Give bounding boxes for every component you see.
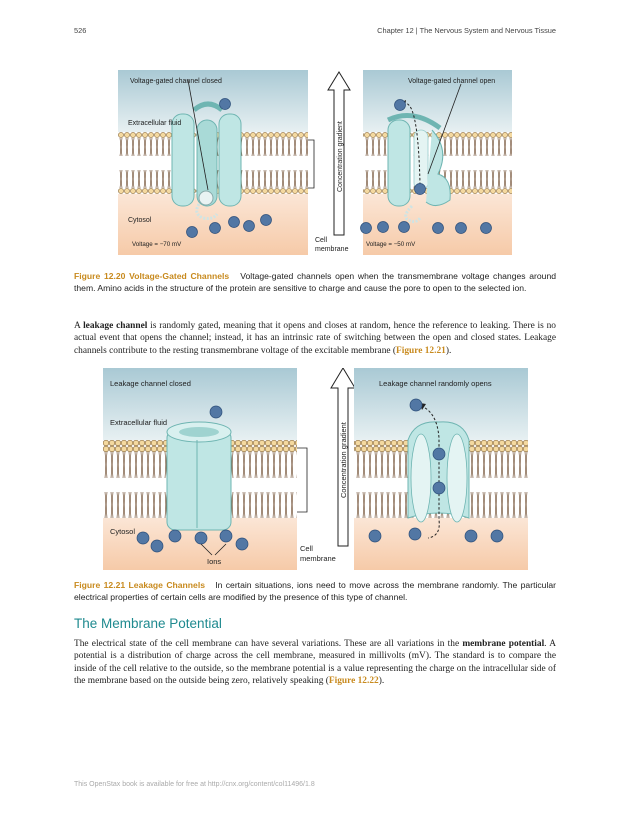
label-gradient: Concentration gradient [337,121,344,192]
ion [168,529,182,543]
footer-note: This OpenStax book is available for free… [74,781,315,788]
concentration-gradient-arrow: Concentration gradient Cell membrane [308,71,351,253]
ion [480,222,492,234]
leakage-channel-open [407,421,470,523]
label-extracellular: Extracellular fluid [128,120,181,127]
ion [368,529,382,543]
panel-open: Voltage-gated channel open Voltage = −50… [360,70,512,255]
label-cytosol: Cytosol [128,217,152,224]
label-ions: Ions [207,557,221,566]
term-leakage-channel: leakage channel [83,321,148,331]
ion [235,537,249,551]
label-voltage-closed: Voltage = −70 mV [132,241,182,248]
ion [432,447,446,461]
paragraph-membrane-potential: The electrical state of the cell membran… [74,638,556,688]
ion [219,98,231,110]
caption-text-2: In certain situations, ions need to move… [74,580,556,602]
label-leak-open-title: Leakage channel randomly opens [379,379,492,388]
ion [260,214,272,226]
ion [219,529,233,543]
section-heading: The Membrane Potential [74,616,222,631]
ion [360,222,372,234]
voltage-channel-open [386,113,451,224]
ion [455,222,467,234]
ion [150,539,164,553]
ion [209,222,221,234]
figure-link-12-21[interactable]: Figure 12.21 [396,345,446,356]
para-text: The electrical state of the cell membran… [74,639,463,649]
label-closed-title: Voltage-gated channel closed [130,78,222,85]
voltage-channel-closed [171,101,242,220]
ion [209,405,223,419]
ion [377,221,389,233]
figure-caption-12-20: Figure 12.20 Voltage-Gated Channels Volt… [74,271,556,294]
page-number: 526 [74,26,87,35]
ion [136,531,150,545]
ion [414,183,426,195]
label-voltage-open: Voltage = −50 mV [366,241,416,248]
panel-leak-closed: Leakage channel closed Extracellular flu… [103,368,297,570]
chapter-header: Chapter 12 | The Nervous System and Nerv… [377,26,556,35]
label-leak-closed-title: Leakage channel closed [110,379,191,388]
para-text: ). [445,345,452,356]
figure-voltage-gated-channels: Voltage-gated channel closed Extracellul… [118,70,512,255]
panel-closed: Voltage-gated channel closed Extracellul… [118,70,308,255]
para-text: ). [378,676,385,687]
ion [490,529,504,543]
label-cell: Cell [315,237,328,244]
ion [464,529,478,543]
ion [398,221,410,233]
panel-leak-open: Leakage channel randomly opens [354,368,528,570]
caption-label: Figure 12.20 Voltage-Gated Channels [74,271,230,281]
term-membrane-potential: membrane potential [462,639,545,649]
ion [432,222,444,234]
ion [194,531,208,545]
paragraph-leakage-channel: A leakage channel is randomly gated, mea… [74,320,556,357]
label-cytosol-2: Cytosol [110,527,135,536]
label-open-title: Voltage-gated channel open [408,78,495,85]
leakage-channel-closed [166,421,232,531]
ion [408,527,422,541]
para-text: . A potential is a distribution of charg… [74,639,556,687]
para-text: A [74,321,84,331]
label-membrane-2: membrane [300,554,336,563]
figure-caption-12-21: Figure 12.21 Leakage Channels In certain… [74,580,556,603]
para-text: is randomly gated, meaning that it opens… [74,321,556,356]
figure-leakage-channels: Leakage channel closed Extracellular flu… [103,368,528,570]
figure-link-12-22[interactable]: Figure 12.22 [328,676,379,687]
label-gradient-2: Concentration gradient [339,421,348,498]
ion [394,99,406,111]
ion [228,216,240,228]
label-extracellular-2: Extracellular fluid [110,418,167,427]
ion [432,481,446,495]
ion [186,226,198,238]
caption-label-2: Figure 12.21 Leakage Channels [74,580,206,590]
label-cell-2: Cell [300,544,313,553]
caption-text: Voltage-gated channels open when the tra… [74,271,556,293]
ion [409,398,423,412]
ion [243,220,255,232]
label-membrane: membrane [315,246,349,253]
concentration-gradient-arrow-2: Concentration gradient Cell membrane [297,368,356,563]
